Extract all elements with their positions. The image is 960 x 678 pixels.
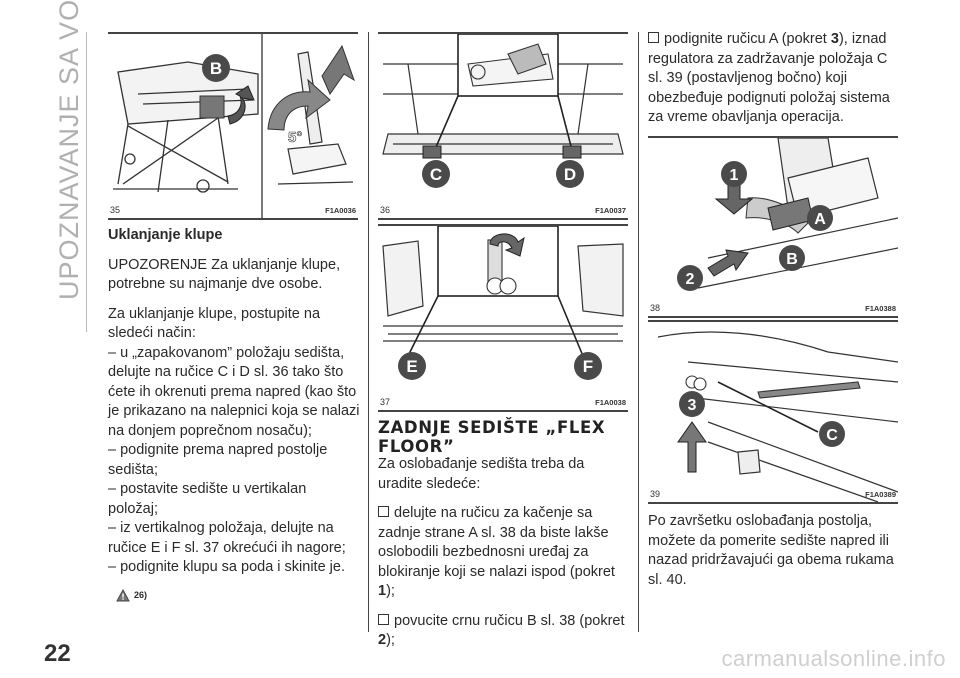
label-1: 1 bbox=[730, 167, 739, 184]
figure-code: F1A0036 bbox=[325, 206, 356, 215]
watermark: carmanualsonline.info bbox=[721, 646, 946, 671]
checkbox-bullet-icon bbox=[648, 32, 659, 43]
figure-number: 38 bbox=[650, 303, 661, 313]
checkbox-bullet-icon bbox=[378, 613, 389, 625]
bullet-3: podignite ručicu A (pokret 3), iznad reg… bbox=[648, 31, 890, 125]
rear-latch-illustration: 1 A B 2 bbox=[648, 138, 898, 316]
step-2: – podignite prema napred postolje sedišt… bbox=[108, 442, 328, 478]
section-divider bbox=[86, 32, 87, 332]
note-reference: 26) bbox=[134, 589, 148, 600]
seat-latch-illustration: C D bbox=[378, 34, 628, 218]
column-3-top-text: podignite ručicu A (pokret 3), iznad reg… bbox=[648, 30, 900, 138]
subheading: Uklanjanje klupe bbox=[108, 227, 223, 243]
label-2: 2 bbox=[686, 271, 695, 288]
warning-note: 26) bbox=[116, 586, 360, 606]
figure-number: 39 bbox=[650, 489, 661, 499]
label-3: 3 bbox=[688, 397, 697, 414]
bullet-2: povucite crnu ručicu B sl. 38 (pokret 2)… bbox=[378, 612, 625, 648]
bullet-1: delujte na ručicu za kačenje sa zadnje s… bbox=[378, 505, 615, 599]
figure-36: C D 36 F1A0037 bbox=[378, 32, 628, 220]
checkbox-bullet-icon bbox=[378, 506, 389, 517]
label-f: F bbox=[583, 357, 593, 376]
label-e: E bbox=[406, 357, 417, 376]
label-b: B bbox=[786, 251, 798, 268]
step-4: – iz vertikalnog položaja, delujte na ru… bbox=[108, 520, 346, 556]
intro-paragraph: Za oslobađanje sedišta treba da uradite … bbox=[378, 456, 585, 492]
position-regulator-illustration: 3 C bbox=[648, 322, 898, 502]
angle-label: 5° bbox=[288, 129, 302, 146]
section-heading: ZADNJE SEDIŠTE „FLEX FLOOR” bbox=[378, 418, 606, 456]
column-1-text: Uklanjanje klupe UPOZORENJE Za uklanjanj… bbox=[108, 226, 360, 606]
figure-35: B 5° 35 F1A0036 bbox=[108, 32, 358, 220]
page-number: 22 bbox=[44, 640, 71, 667]
figure-37: E F 37 F1A0038 bbox=[378, 224, 628, 412]
seat-release-lever-illustration: E F bbox=[378, 226, 628, 410]
label-b: B bbox=[210, 59, 222, 78]
label-d: D bbox=[564, 165, 576, 184]
intro-paragraph: Za uklanjanje klupe, postupite na sledeć… bbox=[108, 305, 321, 342]
label-a: A bbox=[814, 211, 826, 228]
warning-triangle-icon bbox=[116, 588, 130, 602]
figure-number: 35 bbox=[110, 205, 121, 215]
column-divider bbox=[368, 32, 369, 632]
figure-39: 3 C 39 F1A0389 bbox=[648, 320, 898, 504]
seat-lever-illustration: B 5° bbox=[108, 34, 358, 218]
figure-code: F1A0037 bbox=[595, 206, 626, 215]
step-3: – postavite sedište u vertikalan položaj… bbox=[108, 481, 307, 517]
figure-number: 37 bbox=[380, 397, 391, 407]
column-divider bbox=[638, 32, 639, 632]
final-paragraph: Po završetku oslobađanja postolja, možet… bbox=[648, 513, 894, 588]
figure-number: 36 bbox=[380, 205, 391, 215]
label-c: C bbox=[430, 165, 442, 184]
figure-code: F1A0388 bbox=[865, 304, 896, 313]
figure-38: 1 A B 2 38 F1A0388 bbox=[648, 136, 898, 318]
figure-code: F1A0389 bbox=[865, 490, 896, 499]
step-1: – u „zapakovanom” položaju sedišta, delu… bbox=[108, 344, 360, 439]
section-title: UPOZNAVANJE SA VOZILOM bbox=[54, 0, 84, 300]
figure-code: F1A0038 bbox=[595, 398, 626, 407]
column-2-text: Za oslobađanje sedišta treba da uradite … bbox=[378, 455, 630, 661]
label-c: C bbox=[826, 427, 838, 444]
step-5: – podignite klupu sa poda i skinite je. bbox=[108, 559, 345, 575]
warning-paragraph: UPOZORENJE Za uklanjanje klupe, potrebne… bbox=[108, 256, 341, 293]
column-3-bottom-text: Po završetku oslobađanja postolja, možet… bbox=[648, 512, 900, 600]
